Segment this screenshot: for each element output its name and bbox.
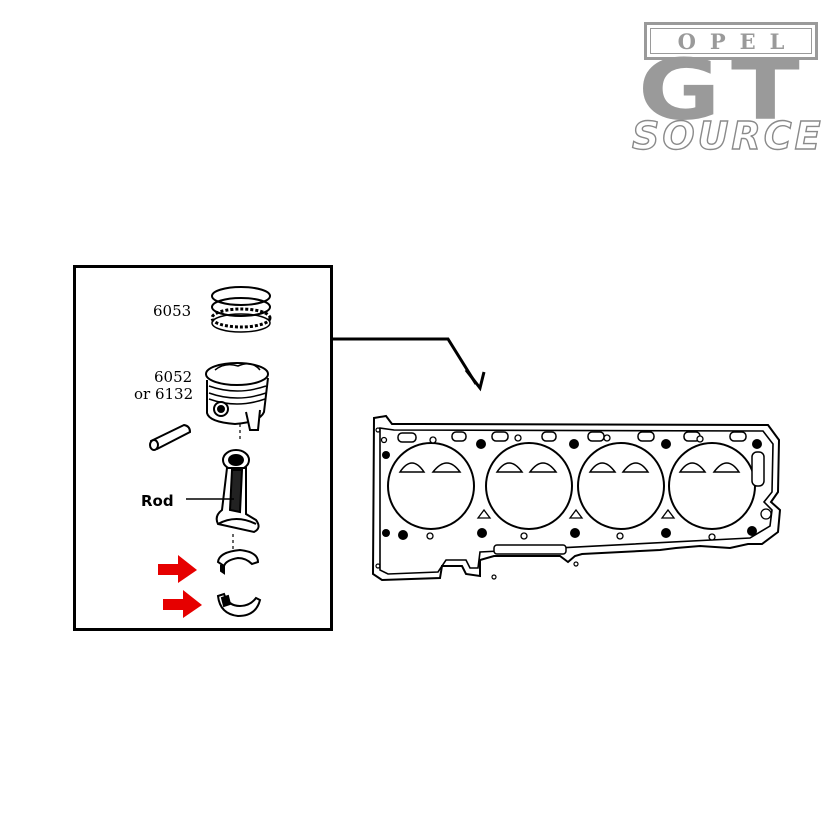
connecting-rod-icon [186,449,260,552]
oil-passages [380,434,772,541]
bolt-holes [382,439,762,540]
logo-gt-text: GT [638,41,812,139]
gasket-edge-dots [375,427,579,580]
rod-label: Rod [141,492,174,510]
piston-alt-part-number: or 6132 [134,385,194,403]
coolant-slots [397,431,765,555]
combustion-chambers [398,462,741,473]
gasket-pointer-arrow [333,337,486,392]
red-arrows [158,555,202,618]
piston-icon [205,362,269,440]
head-gasket-icon [371,414,782,582]
piston-part-number: 6052 [154,368,193,386]
piston-ring-icon [210,286,272,333]
logo-source-text: SOURCE [631,113,824,158]
arrow-upper-bearing [158,555,197,583]
arrow-lower-bearing [163,590,202,618]
opel-gt-source-logo: OPEL GT SOURCE [628,14,828,164]
wrist-pin-icon [149,423,192,451]
ring-part-number: 6053 [153,302,192,320]
logo-opel-frame: OPEL [644,22,818,60]
engine-parts-box [73,265,333,631]
bearing-shell-icon [216,548,262,618]
logo-opel-text: OPEL [650,28,812,54]
